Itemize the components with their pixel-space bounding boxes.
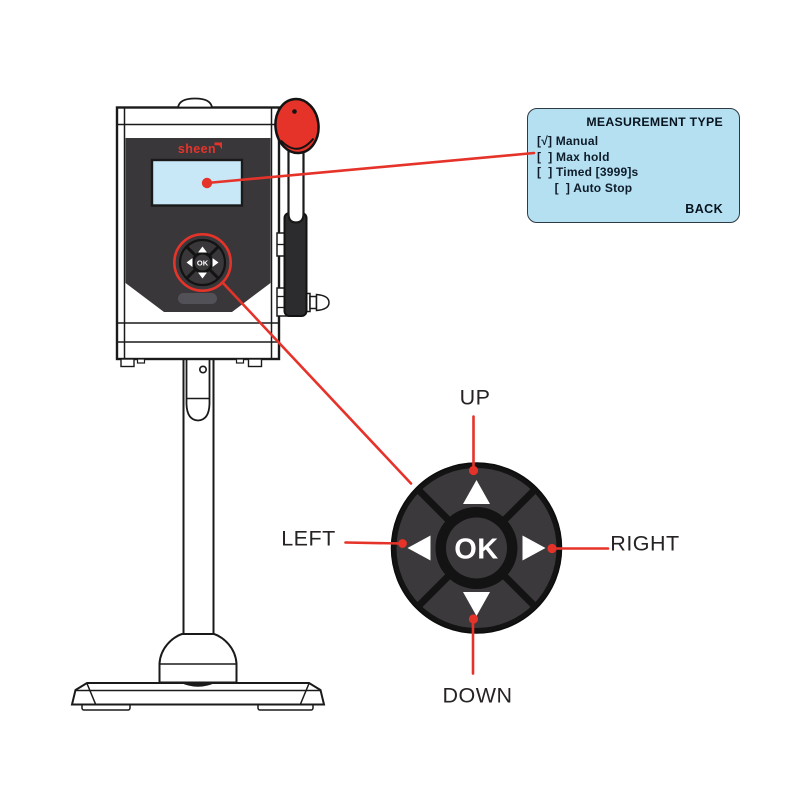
stand-neck-bracket (185, 360, 211, 422)
stand-illustration (70, 358, 326, 711)
back-button[interactable]: BACK (685, 202, 723, 216)
label-left: LEFT (281, 526, 336, 551)
device-pill-button[interactable] (178, 293, 217, 304)
callout-title: MEASUREMENT TYPE (586, 115, 723, 129)
lever-nut2 (309, 295, 318, 310)
frame-tab (136, 358, 146, 364)
label-up: UP (459, 385, 491, 409)
dpad-enlarged: OK (390, 462, 563, 634)
brand-logo-arrow-icon (214, 142, 222, 150)
base-bevel-left (86, 683, 97, 705)
device-dpad[interactable]: OK (178, 238, 227, 287)
device-dpad-ok-label: OK (197, 258, 209, 267)
device-top-knob (176, 97, 214, 109)
panel-cut-left (125, 283, 164, 312)
dpad-ok-button[interactable] (446, 517, 507, 579)
label-down: DOWN (442, 683, 513, 708)
brand-logo: sheen (178, 142, 216, 156)
menu-item-timed[interactable]: [ ] Timed [3999]s (537, 165, 639, 180)
frame-tab (247, 358, 263, 368)
measurement-type-callout: MEASUREMENT TYPE [√] Manual [ ] Max hold… (527, 108, 740, 223)
lever-shaft (287, 148, 305, 224)
base-bevel-right (299, 683, 310, 705)
lever-knob-crease (280, 137, 315, 150)
callout-menu: [√] Manual [ ] Max hold [ ] Timed [3999]… (528, 134, 739, 196)
device-screen (150, 158, 244, 207)
frame-tab (120, 358, 135, 368)
menu-item-max-hold[interactable]: [ ] Max hold (537, 149, 610, 164)
dpad-right-button[interactable] (522, 535, 546, 561)
dpad-ok-label: OK (454, 534, 499, 566)
frame-tab (235, 358, 245, 364)
label-right: RIGHT (610, 531, 680, 555)
menu-item-manual[interactable]: [√] Manual (537, 134, 599, 148)
dpad-down-button[interactable] (463, 592, 490, 616)
gauge-head-illustration: sheen OK (115, 97, 281, 368)
lever-sleeve (283, 212, 308, 317)
stand-dome-foot (158, 633, 238, 684)
lever-illustration (274, 97, 330, 317)
lever-knob-dot (292, 109, 297, 114)
menu-item-auto-stop[interactable]: [ ] Auto Stop (537, 180, 633, 195)
lever-end-cap (315, 293, 330, 312)
dome-shadow (180, 682, 216, 687)
dpad-up-button[interactable] (463, 480, 490, 504)
stand-screw (199, 365, 208, 374)
dpad-left-button[interactable] (407, 535, 431, 561)
